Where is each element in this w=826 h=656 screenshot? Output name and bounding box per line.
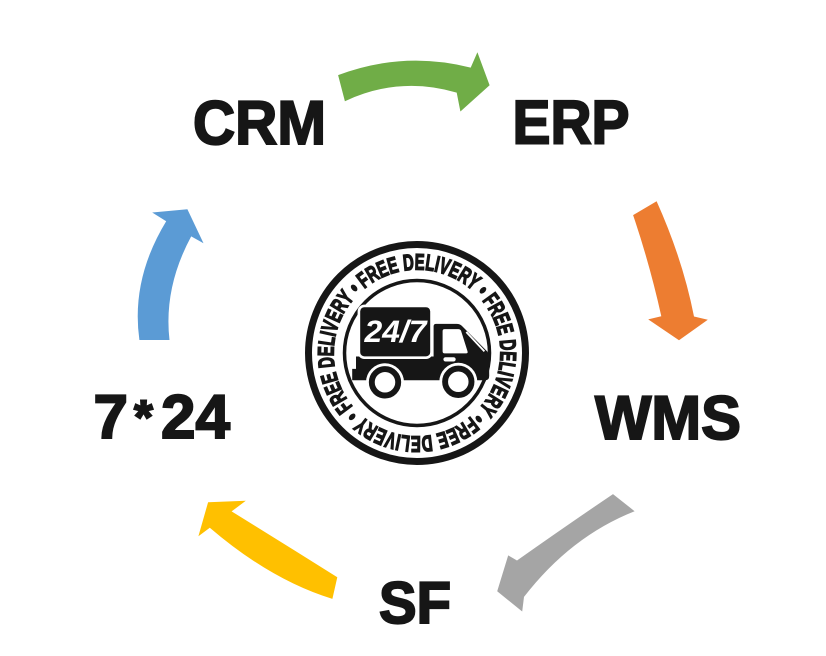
svg-text:24/7: 24/7 [363, 314, 428, 349]
svg-text:ERP: ERP [513, 89, 630, 158]
svg-text:24: 24 [161, 383, 230, 452]
svg-text:SF: SF [379, 570, 451, 636]
svg-text:WMS: WMS [595, 384, 741, 453]
svg-text:7: 7 [93, 383, 127, 452]
svg-text:CRM: CRM [193, 89, 326, 158]
svg-text:*: * [134, 392, 153, 445]
